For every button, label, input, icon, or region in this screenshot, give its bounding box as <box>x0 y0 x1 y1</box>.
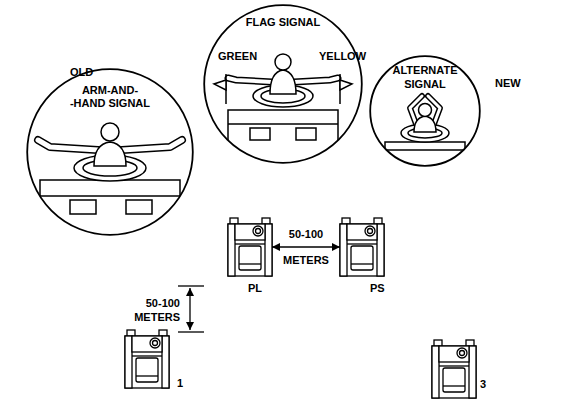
vehicle-drawing <box>125 330 169 388</box>
dimension-line-part <box>178 285 204 286</box>
vehicle-drawing <box>340 218 384 276</box>
signal-name: FLAG SIGNAL <box>223 16 343 29</box>
vehicle-node: PS <box>340 218 384 276</box>
era-label: OLD <box>70 66 104 79</box>
dimension-line-part <box>189 288 190 330</box>
flag-signal-figure-part <box>296 128 316 140</box>
arm-hand-signal-figure-part <box>126 200 152 214</box>
dimension-line <box>178 286 204 332</box>
signal-name: ARM-AND- -HAND SIGNAL <box>67 84 153 110</box>
flag-signal-figure-part <box>214 80 226 90</box>
arm-hand-signal-figure-part <box>122 140 182 150</box>
vehicle-label: 1 <box>177 377 191 390</box>
arm-hand-signal-figure-part <box>101 123 119 141</box>
flag-color: YELLOW <box>319 50 369 63</box>
arm-hand-signal-figure <box>38 123 182 250</box>
arm-hand-signal-figure-part <box>70 200 96 214</box>
arm-hand-signal-figure-part <box>94 142 126 166</box>
circle-outline <box>203 4 363 164</box>
arm-hand-signal-figure-part <box>38 140 98 150</box>
circle-outline <box>370 56 480 166</box>
flag-signal-figure-part <box>294 78 338 82</box>
flag-signal-figure-part <box>294 78 338 82</box>
distance-label: 50-100 METERS <box>277 221 335 273</box>
arm-hand-signal-figure-part <box>38 140 98 150</box>
signal-inset-circle: FLAG SIGNALGREENYELLOW <box>203 4 363 164</box>
flag-signal-figure-part <box>228 123 338 125</box>
alternate-signal-figure-part <box>385 149 465 151</box>
vehicle-drawing <box>432 340 476 398</box>
distance-label: 50-100 METERS <box>120 296 180 324</box>
flag-color: GREEN <box>218 50 262 63</box>
flag-signal-figure <box>214 54 352 170</box>
dimension-line-part <box>178 331 204 332</box>
distance-arrow <box>272 246 340 247</box>
circle-outline <box>204 5 362 163</box>
alternate-signal-figure-part <box>419 104 432 117</box>
flag-signal-figure-part <box>340 80 352 90</box>
vehicle-node: 1 <box>125 330 169 388</box>
arm-hand-signal-figure-part <box>40 180 180 250</box>
circle-outline <box>27 69 193 235</box>
era-label: NEW <box>495 77 531 90</box>
alternate-signal-figure-part <box>414 116 436 132</box>
vehicle-drawing <box>228 218 272 276</box>
flag-signal-figure-part <box>228 78 272 82</box>
flag-signal-figure-part <box>228 110 338 170</box>
flag-signal-figure-part <box>275 54 291 70</box>
vehicle-node: 3 <box>432 340 476 398</box>
vehicle-label: PL <box>248 282 272 295</box>
arm-hand-signal-figure-part <box>40 195 180 197</box>
alternate-signal-figure-part <box>385 142 465 172</box>
vehicle-label: PS <box>370 282 394 295</box>
alternate-signal-figure <box>385 96 465 172</box>
arm-hand-signal-figure-part <box>122 140 182 150</box>
vehicle-node: PL <box>228 218 272 276</box>
flag-signal-figure-part <box>228 78 272 82</box>
signal-name: ALTERNATE SIGNAL <box>385 63 465 91</box>
flag-signal-figure-part <box>270 70 296 94</box>
signal-inset-circle: ALTERNATE SIGNAL <box>369 55 481 167</box>
flag-signal-figure-part <box>250 128 270 140</box>
vehicle-label: 3 <box>480 378 494 391</box>
signal-inset-circle: ARM-AND- -HAND SIGNAL <box>26 68 194 236</box>
